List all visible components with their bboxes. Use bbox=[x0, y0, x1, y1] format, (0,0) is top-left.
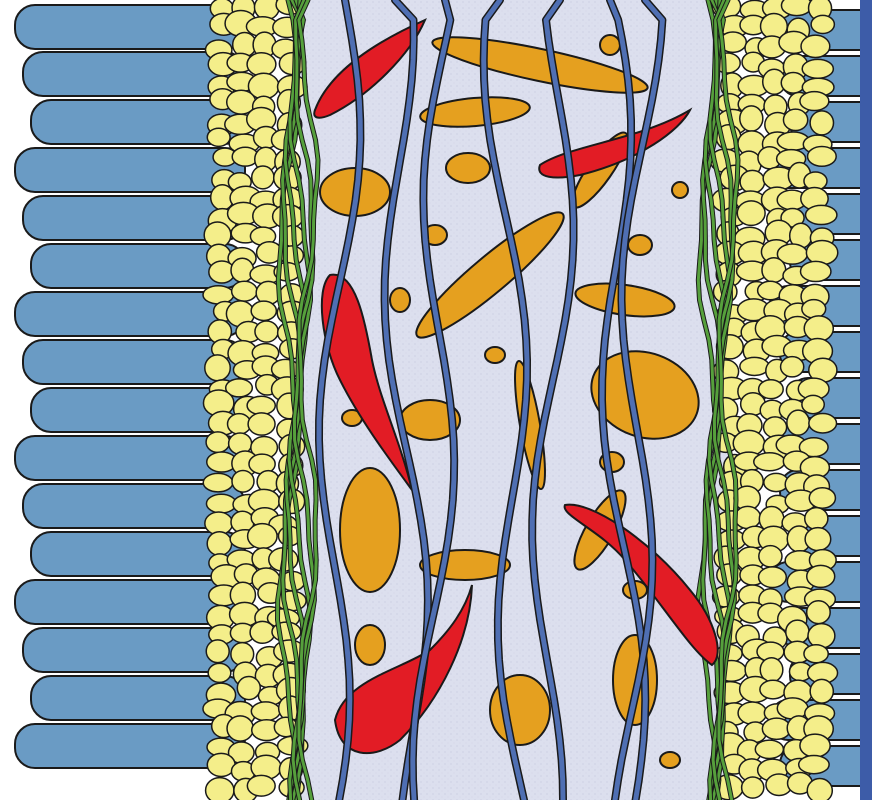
lipid-droplet bbox=[805, 528, 831, 551]
lipid-droplet bbox=[207, 532, 231, 556]
lipid-droplet bbox=[738, 702, 767, 724]
orange-inclusion bbox=[446, 153, 490, 183]
orange-inclusion bbox=[355, 625, 385, 665]
lipid-droplet bbox=[206, 778, 234, 800]
lipid-droplet bbox=[804, 645, 828, 663]
lipid-droplet bbox=[227, 716, 253, 741]
lipid-droplet bbox=[781, 357, 804, 377]
lipid-droplet bbox=[272, 359, 300, 379]
orange-inclusion bbox=[340, 468, 400, 592]
lipid-droplet bbox=[207, 128, 230, 146]
lipid-droplet bbox=[810, 111, 833, 135]
lipid-droplet bbox=[759, 567, 787, 588]
lipid-droplet bbox=[754, 453, 785, 471]
lipid-droplet bbox=[760, 680, 786, 699]
orange-inclusion bbox=[660, 752, 680, 768]
lipid-droplet bbox=[203, 473, 233, 492]
lipid-droplet bbox=[237, 676, 260, 699]
lipid-droplet bbox=[807, 565, 835, 587]
orange-inclusion bbox=[672, 182, 688, 198]
orange-inclusion bbox=[390, 288, 410, 312]
lipid-droplet bbox=[808, 147, 837, 167]
lipid-droplet bbox=[781, 0, 811, 16]
lipid-droplet bbox=[762, 258, 786, 283]
lipid-droplet bbox=[208, 663, 231, 682]
lipid-droplet bbox=[232, 281, 257, 301]
lipid-droplet bbox=[737, 201, 765, 226]
orange-inclusion bbox=[485, 347, 505, 363]
lipid-droplet bbox=[808, 624, 835, 648]
lipid-droplet bbox=[783, 109, 807, 130]
lipid-droplet bbox=[801, 261, 831, 281]
lipid-droplet bbox=[804, 316, 833, 341]
lipid-droplet bbox=[247, 396, 275, 415]
lipid-droplet bbox=[799, 755, 829, 773]
lipid-droplet bbox=[247, 775, 275, 796]
lipid-droplet bbox=[206, 494, 236, 513]
lipid-droplet bbox=[781, 72, 805, 93]
orange-inclusion bbox=[600, 35, 620, 55]
lipid-droplet bbox=[252, 166, 274, 189]
orange-inclusion bbox=[420, 550, 510, 580]
lipid-droplet bbox=[759, 546, 782, 567]
lipid-droplet bbox=[273, 205, 304, 229]
lipid-droplet bbox=[232, 470, 254, 492]
lipid-droplet bbox=[255, 321, 278, 342]
lipid-droplet bbox=[251, 301, 276, 320]
lipid-droplet bbox=[250, 621, 275, 643]
lipid-droplet bbox=[247, 53, 276, 76]
lipid-droplet bbox=[777, 698, 808, 719]
lipid-droplet bbox=[248, 524, 277, 549]
edge-bar bbox=[860, 0, 872, 800]
lipid-droplet bbox=[206, 432, 229, 453]
lipid-droplet bbox=[740, 106, 763, 131]
lipid-droplet bbox=[811, 15, 834, 33]
lipid-droplet bbox=[203, 286, 234, 304]
lipid-droplet bbox=[248, 413, 275, 435]
lipid-droplet bbox=[740, 357, 769, 375]
lipid-droplet bbox=[801, 35, 830, 57]
lipid-droplet bbox=[810, 679, 833, 703]
lipid-droplet bbox=[807, 601, 831, 624]
orange-inclusion bbox=[628, 235, 652, 255]
lipid-droplet bbox=[800, 734, 830, 757]
lipid-droplet bbox=[755, 740, 783, 758]
lipid-droplet bbox=[740, 170, 765, 193]
epithelial-cell bbox=[15, 148, 245, 192]
lipid-droplet bbox=[251, 702, 280, 721]
lipid-droplet bbox=[805, 508, 828, 530]
lipid-droplet bbox=[786, 620, 809, 644]
lipid-droplet bbox=[807, 779, 832, 800]
lipid-droplet bbox=[787, 410, 810, 435]
lipid-droplet bbox=[205, 355, 230, 381]
lipid-droplet bbox=[802, 395, 824, 413]
lipid-droplet bbox=[800, 92, 829, 111]
lipid-droplet bbox=[809, 414, 837, 433]
lipid-droplet bbox=[228, 414, 251, 435]
lipid-droplet bbox=[805, 205, 836, 224]
lipid-droplet bbox=[809, 488, 835, 508]
lipid-droplet bbox=[206, 640, 229, 663]
lipid-droplet bbox=[764, 417, 787, 438]
lipid-droplet bbox=[231, 258, 254, 282]
lipid-droplet bbox=[742, 777, 764, 798]
lipid-droplet bbox=[802, 300, 826, 318]
lipid-droplet bbox=[735, 506, 761, 528]
lipid-droplet bbox=[802, 59, 833, 78]
